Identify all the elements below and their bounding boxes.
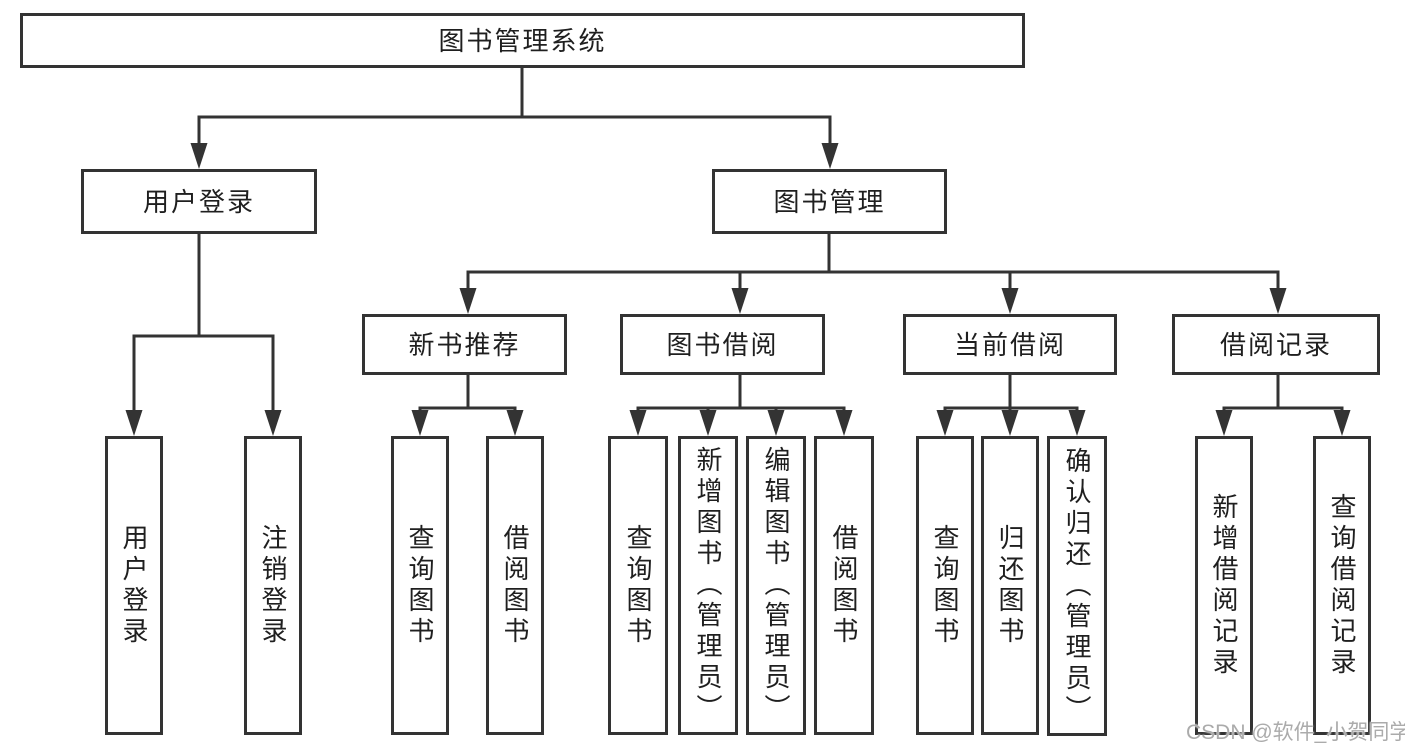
node-label: 新增图书（管理员） <box>693 446 723 725</box>
node-leaf-return-book: 归还图书 <box>981 436 1039 735</box>
watermark: CSDN @软件_小贺同学 <box>1186 721 1405 744</box>
node-leaf-confirm-return-admin: 确认归还（管理员） <box>1047 436 1107 736</box>
node-label: 查询借阅记录 <box>1327 492 1357 679</box>
node-leaf-query-books-recommend: 查询图书 <box>391 436 449 735</box>
node-label: 图书管理系统 <box>438 25 607 56</box>
node-leaf-edit-book-admin: 编辑图书（管理员） <box>746 436 806 735</box>
node-leaf-add-borrow-record: 新增借阅记录 <box>1195 436 1253 735</box>
node-label: 查询图书 <box>930 523 960 648</box>
node-leaf-query-books-borrow: 查询图书 <box>608 436 668 735</box>
node-book-management: 图书管理 <box>712 169 947 234</box>
node-label: 编辑图书（管理员） <box>761 446 791 725</box>
node-label: 图书管理 <box>773 186 886 217</box>
node-label: 查询图书 <box>405 523 435 648</box>
node-label: 注销登录 <box>258 523 288 648</box>
node-label: 当前借阅 <box>953 329 1066 360</box>
node-leaf-query-borrow-record: 查询借阅记录 <box>1313 436 1371 735</box>
node-label: 新书推荐 <box>408 329 521 360</box>
node-label: 查询图书 <box>623 523 653 648</box>
node-label: 用户登录 <box>119 523 149 648</box>
node-label: 图书借阅 <box>666 329 779 360</box>
node-label: 借阅记录 <box>1219 329 1332 360</box>
node-label: 用户登录 <box>142 186 255 217</box>
node-label: 借阅图书 <box>500 523 530 648</box>
node-book-borrowing: 图书借阅 <box>620 314 825 375</box>
node-borrowing-records: 借阅记录 <box>1172 314 1380 375</box>
node-leaf-add-book-admin: 新增图书（管理员） <box>678 436 738 735</box>
node-leaf-logout: 注销登录 <box>244 436 302 735</box>
node-label: 借阅图书 <box>829 523 859 648</box>
node-leaf-borrow-books: 借阅图书 <box>814 436 874 735</box>
node-current-borrowing: 当前借阅 <box>903 314 1117 375</box>
node-library-system: 图书管理系统 <box>20 13 1025 68</box>
node-label: 新增借阅记录 <box>1209 492 1239 679</box>
node-leaf-borrow-books-recommend: 借阅图书 <box>486 436 544 735</box>
node-new-book-recommendation: 新书推荐 <box>362 314 567 375</box>
node-label: 归还图书 <box>995 523 1025 648</box>
node-user-login: 用户登录 <box>81 169 317 234</box>
node-label: 确认归还（管理员） <box>1062 446 1092 726</box>
node-leaf-user-login: 用户登录 <box>105 436 163 735</box>
node-leaf-query-books-current: 查询图书 <box>916 436 974 735</box>
